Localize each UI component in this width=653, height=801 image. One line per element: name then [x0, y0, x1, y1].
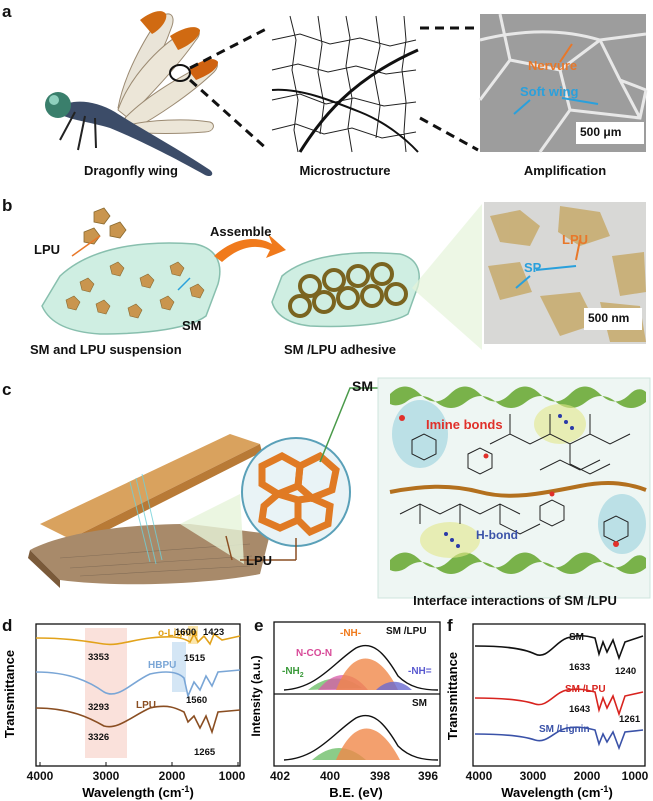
panel-d-label: d [2, 616, 13, 635]
d-peak: 1560 [186, 695, 207, 706]
f-peak: 1643 [569, 704, 590, 715]
lpu-label-c: LPU [246, 553, 272, 568]
dragonfly-illustration [45, 11, 218, 177]
panel-e-label: e [254, 616, 264, 635]
f-series-label-smlignin: SM /Lignin [539, 724, 590, 735]
f-xtick: 4000 [466, 769, 493, 783]
sm-label-c: SM [352, 378, 373, 394]
e-xtick: 398 [370, 769, 390, 783]
e-xlabel: B.E. (eV) [329, 785, 382, 800]
caption-interface: Interface interactions of SM /LPU [413, 593, 617, 608]
f-ylabel: Transmittance [445, 652, 460, 740]
d-peak: 3293 [88, 702, 109, 713]
f-series-smlpu [474, 688, 644, 717]
d-peak: 1265 [194, 747, 216, 758]
panel-c-label: c [2, 380, 12, 399]
d-peak: 1515 [184, 653, 206, 664]
d-ylabel: Transmittance [2, 650, 17, 738]
d-peak: 3326 [88, 732, 109, 743]
e-ylabel: Intensity (a.u.) [249, 655, 263, 736]
panel-b-graphic [41, 202, 646, 350]
d-xtick: 1000 [219, 769, 246, 783]
f-xlabel: Wavelength (cm-1) [501, 784, 613, 800]
caption-dragonfly-wing: Dragonfly wing [84, 163, 178, 178]
d-peak: 1600 [175, 627, 196, 638]
d-series-hbpu [35, 669, 241, 699]
nervure-label: Nervure [528, 58, 578, 73]
panel-a-label: a [2, 2, 12, 21]
lpu-label-b: LPU [34, 242, 60, 257]
d-xtick: 2000 [159, 769, 186, 783]
panel-a-graphic [45, 11, 648, 177]
caption-amplification: Amplification [523, 163, 607, 178]
e-peak-nh: -NH- [340, 628, 361, 639]
f-peak: 1633 [569, 662, 590, 673]
d-xtick: 4000 [27, 769, 54, 783]
e-envelope-bottom [283, 714, 439, 761]
h-bond-label: H-bond [476, 528, 518, 542]
e-peak-nh2: -NH2 [282, 666, 304, 679]
d-series-lpu [35, 705, 241, 735]
imine-bonds-label: Imine bonds [426, 417, 503, 432]
panel-f-chart: Transmittance SM SM /LPU SM /Lignin 1633… [445, 623, 649, 800]
e-xtick: 402 [270, 769, 290, 783]
f-peak: 1240 [615, 666, 636, 677]
d-series-label-hbpu: HBPU [148, 660, 176, 671]
sm-label-b: SM [182, 318, 202, 333]
soft-wing-label: Soft wing [520, 84, 579, 99]
f-xtick: 2000 [574, 769, 601, 783]
scale-bar-b: 500 nm [588, 311, 630, 325]
f-plot-frame [472, 623, 646, 767]
e-xtick: 400 [320, 769, 340, 783]
f-series-smlignin [474, 726, 644, 751]
f-series-label-smlpu: SM /LPU [565, 684, 606, 695]
f-xtick: 3000 [520, 769, 547, 783]
e-bottom-title: SM [412, 698, 427, 709]
scale-bar-a: 500 μm [580, 125, 622, 139]
d-plot-frame [35, 623, 241, 767]
d-series-label-lpu: LPU [136, 700, 156, 711]
d-xlabel: Wavelength (cm-1) [82, 784, 194, 800]
panel-d-chart: Transmittance o-Lignin HBPU LPU 3353 160… [2, 623, 246, 800]
caption-suspension: SM and LPU suspension [30, 342, 182, 357]
f-xtick: 1000 [622, 769, 649, 783]
d-series-label-lignin: o-Lignin [158, 628, 197, 639]
d-peak: 1423 [203, 627, 224, 638]
d-series-o-lignin [35, 632, 241, 646]
f-series-label-sm: SM [569, 632, 584, 643]
e-top-title: SM /LPU [386, 626, 427, 637]
microstructure-pattern [270, 15, 419, 153]
e-envelope-top [283, 644, 439, 691]
f-peak: 1261 [619, 714, 641, 725]
d-peak: 3353 [88, 652, 109, 663]
e-xtick: 396 [418, 769, 438, 783]
assemble-label: Assemble [210, 224, 272, 239]
micro-lpu-label: LPU [562, 232, 588, 247]
panel-e-chart: Intensity (a.u.) SM /LPU SM -NH- N-CO-N … [249, 621, 441, 800]
e-peak-ncon: N-CO-N [296, 648, 332, 659]
caption-microstructure: Microstructure [299, 163, 391, 178]
panel-c-graphic [28, 377, 651, 599]
caption-adhesive: SM /LPU adhesive [284, 342, 396, 357]
d-xtick: 3000 [93, 769, 120, 783]
panel-f-label: f [447, 616, 453, 635]
e-peak-nh-eq: -NH= [408, 666, 432, 677]
f-series-sm [474, 634, 644, 661]
micro-sp-label: SP [524, 260, 542, 275]
panel-b-label: b [2, 196, 13, 215]
